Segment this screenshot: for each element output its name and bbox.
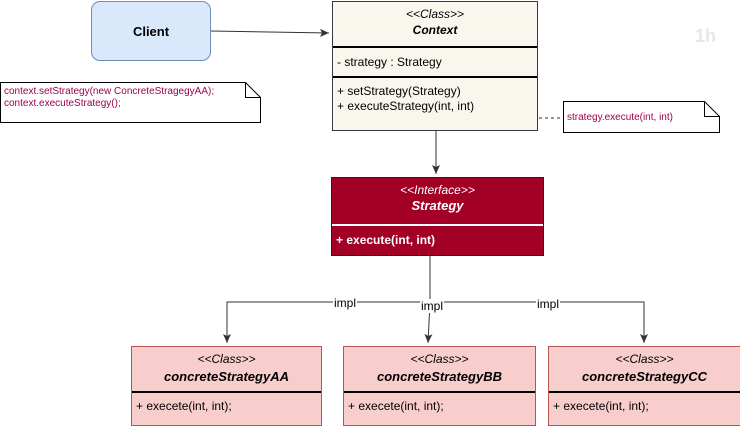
- divider: [344, 391, 535, 393]
- divider: [132, 391, 321, 393]
- context-stereotype: <<Class>>: [405, 7, 465, 21]
- strategy-interface[interactable]: <<Interface>> Strategy + execute(int, in…: [331, 177, 544, 256]
- class-name: concreteStrategyBB: [377, 369, 502, 384]
- note2-fold: [704, 101, 720, 117]
- context-method: + setStrategy(Strategy): [337, 84, 461, 98]
- impl-edge-aa: [223, 256, 431, 343]
- class-method: + execete(int, int);: [553, 399, 649, 413]
- note-line: strategy.execute(int, int): [567, 112, 673, 123]
- context-name: Context: [412, 23, 458, 37]
- client-node[interactable]: Client: [91, 1, 211, 61]
- strategy-method: + execute(int, int): [336, 233, 436, 247]
- note1-shape: [0, 82, 261, 123]
- divider: [549, 391, 740, 393]
- note2-shape: [563, 101, 720, 133]
- concrete-strategy-aa-class[interactable]: <<Class>> concreteStrategyAA + execete(i…: [131, 346, 322, 426]
- concrete-strategy-cc-class[interactable]: <<Class>> concreteStrategyCC + execete(i…: [548, 346, 740, 426]
- divider: [333, 46, 537, 48]
- class-name: concreteStrategyAA: [164, 369, 289, 384]
- note-line: context.executeStrategy();: [4, 98, 121, 109]
- client-code-note[interactable]: context.setStrategy(new ConcreteStragegy…: [0, 82, 261, 123]
- impl-edge-label: impl: [333, 296, 358, 310]
- class-method: + execete(int, int);: [136, 399, 232, 413]
- note1-fold: [245, 82, 261, 98]
- impl-edge-label: impl: [420, 299, 445, 313]
- note-line: context.setStrategy(new ConcreteStragegy…: [4, 86, 215, 97]
- class-name: concreteStrategyCC: [582, 369, 707, 384]
- strategy-name: Strategy: [411, 198, 464, 213]
- concrete-strategy-bb-class[interactable]: <<Class>> concreteStrategyBB + execete(i…: [343, 346, 536, 426]
- client-label: Client: [132, 23, 170, 39]
- context-class[interactable]: <<Class>> Context - strategy : Strategy …: [332, 1, 538, 131]
- context-method: + executeStrategy(int, int): [337, 99, 475, 113]
- execute-note[interactable]: strategy.execute(int, int): [563, 101, 720, 133]
- divider: [332, 224, 543, 226]
- watermark: 1h: [695, 26, 717, 46]
- impl-edge-label: impl: [536, 297, 561, 311]
- class-stereotype: <<Class>>: [615, 352, 674, 366]
- divider: [333, 76, 537, 78]
- class-method: + execete(int, int);: [348, 399, 444, 413]
- class-stereotype: <<Class>>: [197, 352, 256, 366]
- context-field: - strategy : Strategy: [337, 54, 442, 69]
- class-stereotype: <<Class>>: [410, 352, 469, 366]
- client-to-context-edge: [210, 28, 330, 37]
- strategy-stereotype: <<Interface>>: [400, 183, 475, 197]
